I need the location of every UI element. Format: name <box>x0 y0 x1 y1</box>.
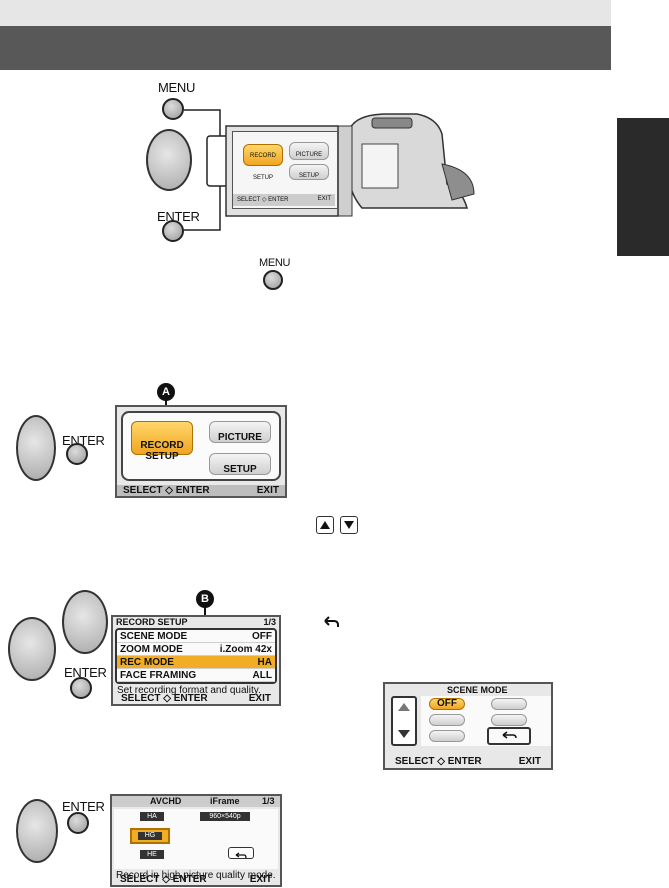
tab-avchd[interactable]: AVCHD <box>150 796 182 806</box>
step4-rec-mode-screen: AVCHD iFrame 1/3 HA 960×540p HG HE Recor… <box>110 794 282 887</box>
step4-page-indicator: 1/3 <box>262 796 275 806</box>
camera-status-bar: SELECT ◇ ENTER EXIT <box>233 194 335 206</box>
step4-return-button[interactable] <box>228 847 254 859</box>
scene-option[interactable] <box>491 698 527 710</box>
step3-select-enter: SELECT ◇ ENTER <box>121 693 208 704</box>
scene-grid: OFF <box>421 696 551 746</box>
inline-menu-button-icon <box>263 270 283 290</box>
step3-joystick-left[interactable] <box>8 617 56 681</box>
step2-select-enter: SELECT ◇ ENTER <box>123 485 210 496</box>
option-hg-label: HG <box>138 832 162 840</box>
step3-enter-button[interactable] <box>70 677 92 699</box>
step4-joystick[interactable] <box>16 799 58 863</box>
section-header-bar <box>0 26 611 70</box>
camera-tile-picture: PICTURE <box>289 142 329 160</box>
step3-hint: Set recording format and quality. <box>117 685 261 696</box>
option-iframe[interactable]: 960×540p <box>200 812 250 821</box>
step2-menu-screen: RECORD SETUP PICTURE SETUP SELECT ◇ ENTE… <box>115 405 287 498</box>
step2-tile-setup[interactable]: SETUP <box>209 453 271 475</box>
step2-exit: EXIT <box>256 485 279 496</box>
option-ha[interactable]: HA <box>140 812 164 821</box>
step2-tile-record-setup[interactable]: RECORD SETUP <box>131 421 193 462</box>
step3-enter-label: ENTER <box>64 665 107 680</box>
scene-off-option[interactable]: OFF <box>429 698 465 710</box>
step2-menu-frame: RECORD SETUP PICTURE SETUP <box>121 411 281 481</box>
step4-tabs: AVCHD iFrame 1/3 <box>112 796 280 807</box>
option-hg-selected[interactable]: HG <box>130 828 170 844</box>
return-icon <box>322 615 340 634</box>
up-arrow-button-icon <box>316 516 334 534</box>
step3-header-title: RECORD SETUP <box>116 617 188 627</box>
scene-option[interactable] <box>429 730 465 742</box>
camera-tile-record-setup: RECORD SETUP <box>243 144 283 181</box>
step3-status-bar: SELECT ◇ ENTER EXIT <box>113 693 279 704</box>
scene-option[interactable] <box>491 714 527 726</box>
step3-joystick-up-down[interactable] <box>62 590 108 654</box>
step4-exit: EXIT <box>249 874 272 885</box>
marker-a: A <box>157 383 175 401</box>
scene-mode-title: SCENE MODE <box>447 685 508 695</box>
step3-page-indicator: 1/3 <box>263 617 276 627</box>
tab-iframe[interactable]: iFrame <box>210 796 240 806</box>
scene-return-button[interactable] <box>487 727 531 745</box>
step3-header: RECORD SETUP 1/3 <box>116 617 276 627</box>
step2-enter-button[interactable] <box>66 443 88 465</box>
step4-select-enter: SELECT ◇ ENTER <box>120 874 207 885</box>
step4-enter-button[interactable] <box>67 812 89 834</box>
camera-lcd-screen: RECORD SETUP PICTURE SETUP SELECT ◇ ENTE… <box>232 131 338 209</box>
step4-hint: Record in high picture quality mode. <box>116 870 276 881</box>
step4-status-bar: SELECT ◇ ENTER EXIT <box>112 874 280 885</box>
joystick-dpad[interactable] <box>146 129 192 191</box>
scene-exit: EXIT <box>518 756 541 767</box>
step2-status-bar: SELECT ◇ ENTER EXIT <box>117 485 285 496</box>
enter-button[interactable] <box>162 220 184 242</box>
scene-option[interactable] <box>429 714 465 726</box>
menu-button-label: MENU <box>158 80 196 95</box>
scene-status-bar: SELECT ◇ ENTER EXIT <box>385 756 551 768</box>
step2-tile-picture[interactable]: PICTURE <box>209 421 271 443</box>
camera-select-enter: SELECT ◇ ENTER <box>237 197 289 203</box>
marker-b: B <box>196 590 214 608</box>
scene-select-enter: SELECT ◇ ENTER <box>395 756 482 767</box>
step3-exit: EXIT <box>248 693 271 704</box>
camera-exit: EXIT <box>317 196 331 202</box>
inline-menu-label: MENU <box>259 257 291 269</box>
camera-tile-setup: SETUP <box>289 164 329 180</box>
step2-joystick[interactable] <box>16 415 56 481</box>
down-arrow-button-icon <box>340 516 358 534</box>
top-bar <box>0 0 611 26</box>
scene-mode-screen: SCENE MODE OFF SELECT ◇ ENTER EXIT <box>383 682 553 770</box>
menu-button[interactable] <box>162 98 184 120</box>
option-he[interactable]: HE <box>140 850 164 859</box>
step4-options: HA 960×540p HG HE <box>114 809 278 869</box>
scene-scroll-bar[interactable] <box>391 696 417 746</box>
step4-enter-label: ENTER <box>62 799 105 814</box>
chapter-side-tab <box>617 118 669 256</box>
